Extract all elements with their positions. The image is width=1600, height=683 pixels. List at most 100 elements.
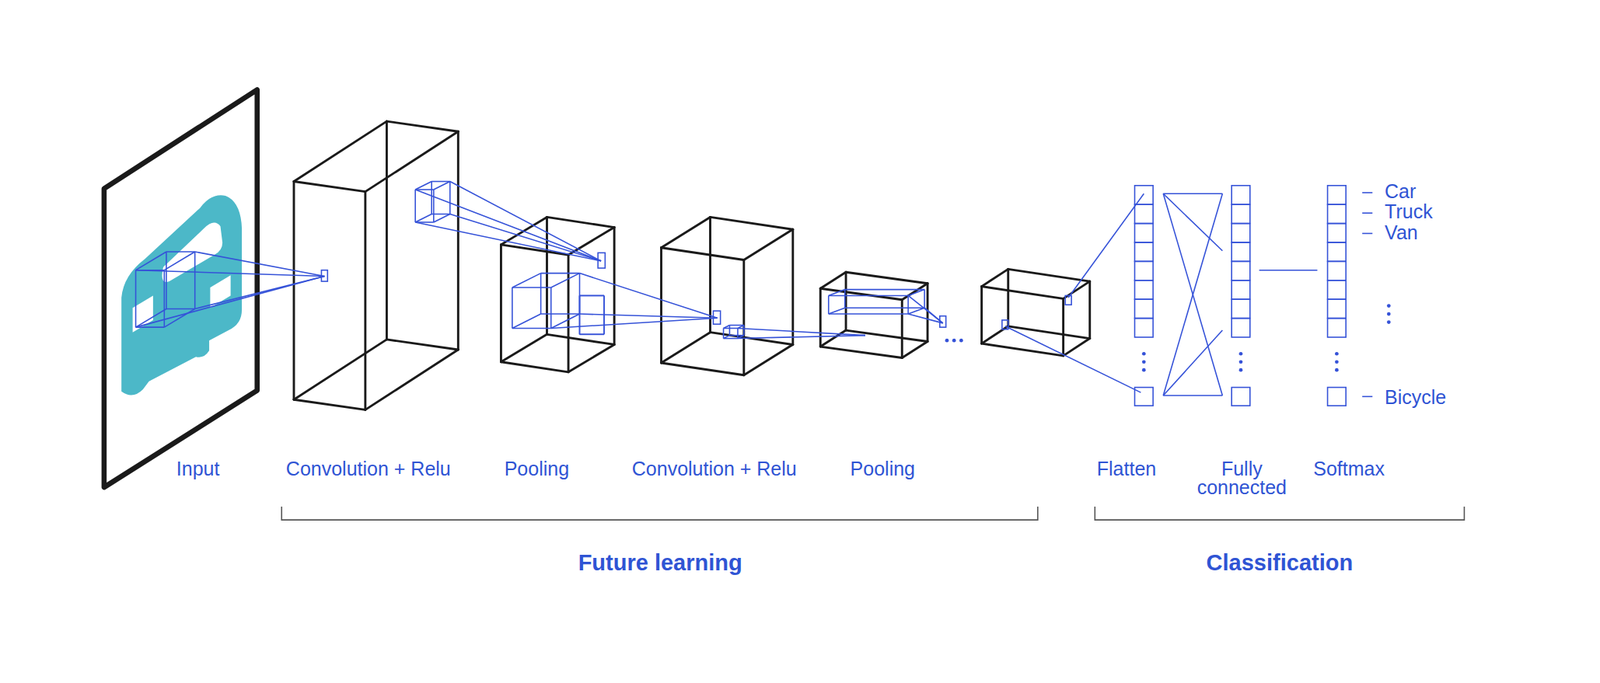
block-edge: [386, 121, 458, 132]
block-edge: [547, 216, 615, 228]
receptive-field: [415, 214, 432, 223]
receptive-field: [579, 334, 605, 336]
block-edge: [365, 349, 458, 410]
projection-line: [908, 295, 944, 323]
class-label: Car: [1384, 181, 1416, 202]
receptive-field: [579, 295, 605, 297]
neuron-cell: [1231, 299, 1251, 318]
receptive-field: [512, 286, 552, 289]
block-edge: [1008, 326, 1090, 339]
layer-label: Input: [176, 459, 221, 479]
neuron-cell: [1231, 387, 1251, 407]
output-unit: [939, 316, 947, 328]
neuron-cell: [1327, 261, 1347, 280]
block-edge: [819, 288, 822, 347]
section-bracket: [281, 506, 1038, 521]
neuron-cell: [1135, 204, 1154, 224]
block-edge: [661, 332, 711, 364]
connection-line: [1163, 330, 1223, 396]
receptive-field: [908, 307, 925, 315]
receptive-field: [541, 272, 580, 275]
projection-line: [136, 276, 325, 329]
block-edge: [499, 244, 503, 363]
projection-line: [579, 273, 718, 319]
block-edge: [742, 260, 745, 376]
projection-line: [737, 335, 866, 339]
block-edge: [365, 131, 458, 192]
block-edge: [661, 363, 745, 376]
block-edge: [981, 286, 1064, 300]
layer-label: Pooling: [504, 459, 570, 479]
projection-line: [579, 314, 718, 318]
neuron-cell: [1135, 387, 1154, 407]
receptive-field: [828, 307, 846, 315]
section-heading: Classification: [1206, 551, 1354, 575]
neuron-cell: [1231, 318, 1251, 338]
block-edge: [545, 216, 549, 335]
block-edge: [293, 339, 387, 400]
neuron-cell: [1327, 280, 1347, 300]
block-edge: [820, 272, 846, 289]
neuron-cell: [1231, 261, 1251, 280]
neuron-cell: [1327, 204, 1347, 224]
block-edge: [1088, 281, 1091, 339]
receptive-field: [723, 328, 725, 339]
receptive-field: [414, 189, 416, 223]
block-edge: [385, 121, 388, 340]
feature-map-block: [981, 268, 1090, 357]
receptive-field: [845, 307, 925, 309]
neuron-cell: [1135, 223, 1154, 243]
ellipsis-dot: [959, 338, 964, 343]
receptive-field: [579, 334, 605, 336]
layer-label: Fully connected: [1187, 459, 1297, 497]
class-label: Bicycle: [1384, 387, 1447, 408]
vertical-ellipsis-dot: [1142, 352, 1146, 357]
receptive-field: [166, 251, 196, 253]
block-edge: [1062, 298, 1065, 356]
receptive-field: [603, 295, 605, 335]
vertical-ellipsis-dot: [1386, 320, 1391, 325]
receptive-field: [603, 295, 605, 335]
neuron-cell: [1231, 185, 1251, 205]
class-label: Truck: [1384, 202, 1433, 222]
neuron-cell: [1135, 318, 1154, 338]
block-edge: [386, 339, 458, 350]
ellipsis-dot: [945, 338, 950, 343]
receptive-field: [512, 328, 552, 330]
class-label: Van: [1384, 223, 1419, 243]
layer-label: Flatten: [1096, 459, 1157, 479]
section-bracket: [1094, 506, 1464, 521]
receptive-field: [723, 325, 731, 329]
receptive-field: [431, 181, 451, 183]
projection-line: [450, 214, 601, 262]
block-edge: [568, 344, 615, 372]
block-edge: [293, 181, 366, 193]
receptive-field: [164, 251, 195, 271]
output-unit: [712, 310, 720, 325]
receptive-field: [415, 181, 432, 190]
projection-line: [1068, 193, 1144, 298]
projection-line: [737, 328, 866, 336]
block-edge: [744, 229, 794, 260]
connection-line: [1163, 193, 1223, 396]
block-edge: [293, 181, 296, 401]
layer-label: Softmax: [1313, 459, 1385, 479]
receptive-field: [430, 181, 433, 215]
receptive-field: [828, 289, 846, 297]
connection-line: [1362, 212, 1373, 214]
vertical-ellipsis-dot: [1386, 303, 1391, 308]
block-edge: [660, 248, 663, 364]
block-edge: [845, 272, 928, 283]
block-edge: [500, 362, 569, 373]
neuron-cell: [1135, 185, 1154, 205]
receptive-field: [579, 295, 581, 335]
receptive-field: [511, 287, 514, 329]
layer-label: Convolution + Relu: [286, 459, 451, 479]
vertical-ellipsis-dot: [1142, 359, 1146, 364]
block-edge: [980, 286, 983, 344]
receptive-field: [449, 181, 451, 215]
receptive-field: [908, 289, 925, 297]
receptive-field: [165, 251, 168, 309]
connection-line: [1163, 192, 1223, 195]
receptive-field: [923, 289, 926, 309]
